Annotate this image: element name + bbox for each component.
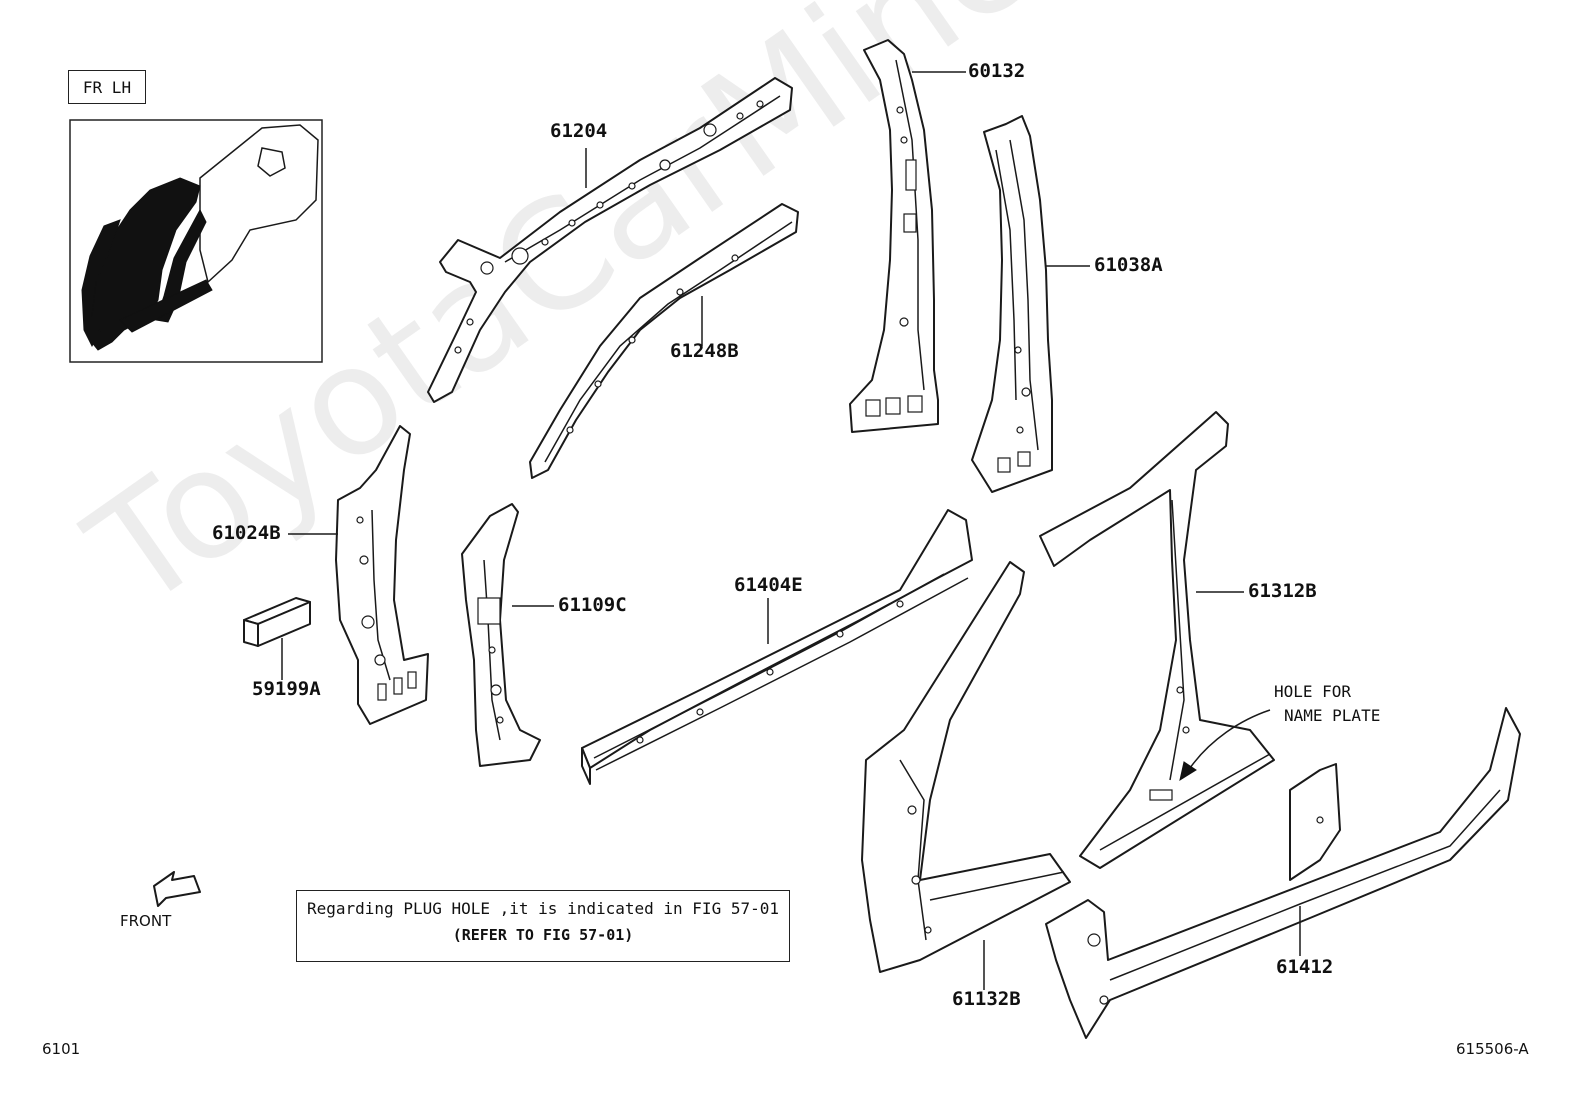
locator-b-pillar-highlight [155, 208, 207, 323]
footer-right-code: 615506-A [1456, 1040, 1529, 1058]
part-label-61404e[interactable]: 61404E [734, 574, 803, 596]
part-61024b-shape [335, 425, 429, 725]
part-label-61312b[interactable]: 61312B [1248, 580, 1317, 602]
callout-line-2: NAME PLATE [1284, 706, 1381, 725]
note-line-1: Regarding PLUG HOLE ,it is indicated in … [306, 899, 779, 918]
part-label-60132[interactable]: 60132 [968, 60, 1026, 82]
footer-left-code: 6101 [42, 1040, 81, 1058]
part-label-61412[interactable]: 61412 [1276, 956, 1334, 978]
part-61312b-shape [1039, 411, 1275, 869]
locator-front-highlight [81, 219, 121, 348]
part-61412-shape [1045, 707, 1521, 1039]
part-61204-shape [427, 77, 793, 403]
part-label-61024b[interactable]: 61024B [212, 522, 281, 544]
part-label-59199a[interactable]: 59199A [252, 678, 321, 700]
locator-window [257, 147, 286, 177]
part-61404e-shape [581, 509, 973, 785]
part-61109c-shape [461, 503, 541, 767]
view-tag: FR LH [68, 70, 146, 104]
part-61132b-shape [861, 561, 1071, 973]
part-label-61132b[interactable]: 61132B [952, 988, 1021, 1010]
locator-rocker-highlight [119, 279, 213, 333]
front-label: FRONT [120, 912, 172, 930]
part-label-61204[interactable]: 61204 [550, 120, 608, 142]
callout-line-1: HOLE FOR [1274, 682, 1352, 701]
part-60132-shape [849, 39, 939, 433]
part-label-61109c[interactable]: 61109C [558, 594, 627, 616]
locator-inset [69, 119, 323, 363]
note-box: Regarding PLUG HOLE ,it is indicated in … [296, 890, 790, 962]
part-61038a-shape [971, 115, 1053, 493]
leader-lines [281, 71, 1301, 990]
locator-body-outline [199, 124, 319, 284]
part-59199a-shape [243, 597, 311, 647]
part-61248b-shape [529, 203, 799, 479]
part-label-61038a[interactable]: 61038A [1094, 254, 1163, 276]
note-line-2: (REFER TO FIG 57-01) [452, 926, 634, 944]
front-arrow-icon [153, 871, 201, 907]
part-label-61248b[interactable]: 61248B [670, 340, 739, 362]
